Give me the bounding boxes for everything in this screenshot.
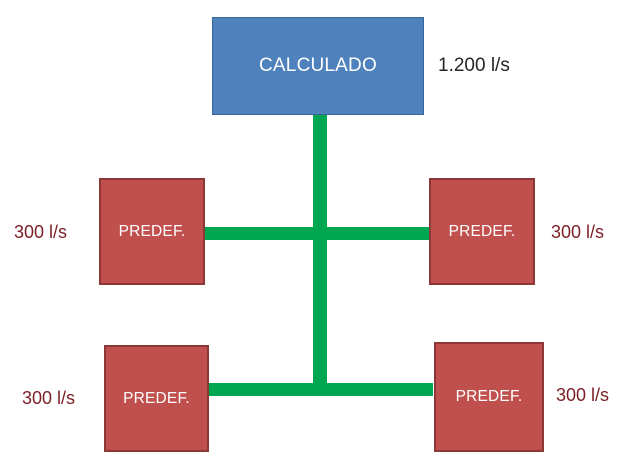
node-calculado-label: CALCULADO [259,55,377,76]
node-calculado[interactable]: CALCULADO [212,17,424,115]
node-predef-middle-left[interactable]: PREDEF. [99,178,205,285]
connector-crossbar-lower [208,383,433,396]
flow-label-bottom-right: 300 l/s [556,385,610,405]
flow-label-bottom-left: 300 l/s [22,388,76,408]
connector-crossbar-upper [204,227,431,240]
flow-label-middle-left: 300 l/s [14,222,68,242]
node-predef-bottom-right[interactable]: PREDEF. [434,342,544,452]
node-predef-middle-left-label: PREDEF. [118,222,186,240]
node-predef-bottom-left[interactable]: PREDEF. [104,345,209,452]
connector-trunk-vertical [313,112,327,392]
node-predef-bottom-left-label: PREDEF. [123,389,190,407]
node-predef-bottom-right-label: PREDEF. [455,388,523,405]
node-predef-middle-right[interactable]: PREDEF. [429,178,535,285]
flow-label-middle-right: 300 l/s [551,222,605,242]
flow-label-calculado: 1.200 l/s [438,55,510,76]
node-predef-middle-right-label: PREDEF. [448,222,516,240]
